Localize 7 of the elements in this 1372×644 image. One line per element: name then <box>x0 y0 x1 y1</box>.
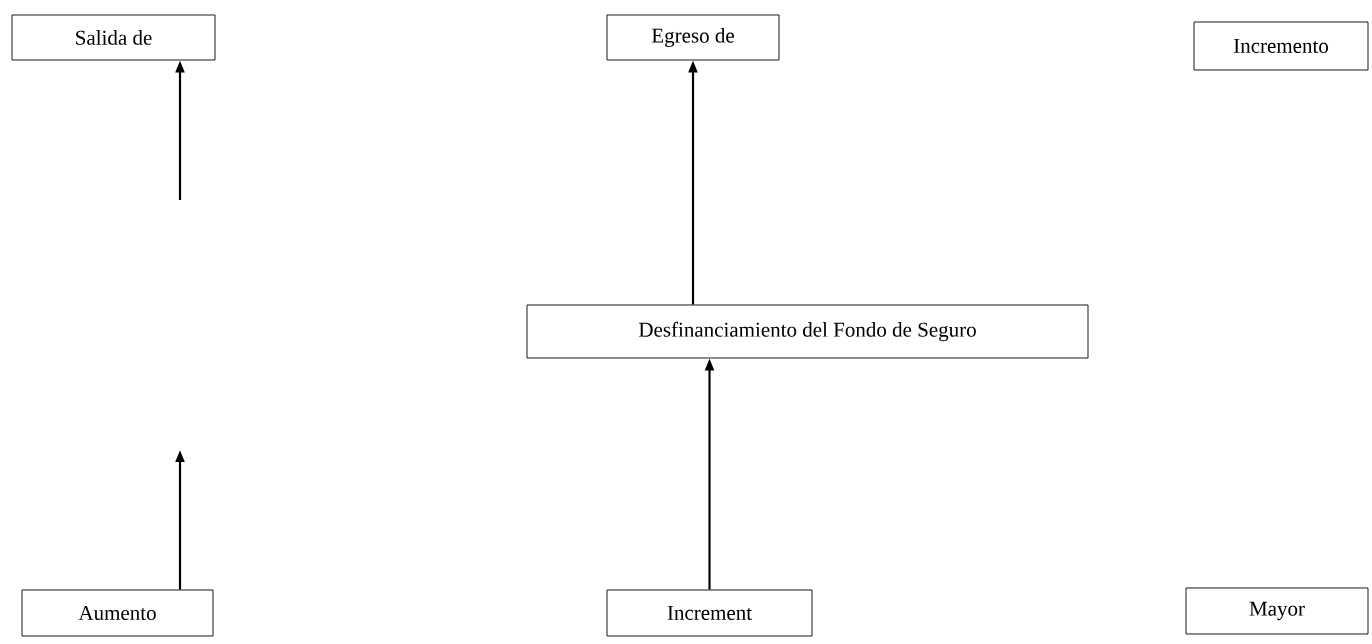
text-box: Increment <box>606 589 813 637</box>
text-box: Mayor <box>1185 587 1369 635</box>
text-box: Egreso de <box>606 14 780 61</box>
text-box: Incremento <box>1193 21 1369 71</box>
text-box: Salida de <box>11 14 216 61</box>
text-box: Desfinanciamiento del Fondo de Seguro <box>526 304 1089 359</box>
text-box: Aumento <box>21 589 214 637</box>
